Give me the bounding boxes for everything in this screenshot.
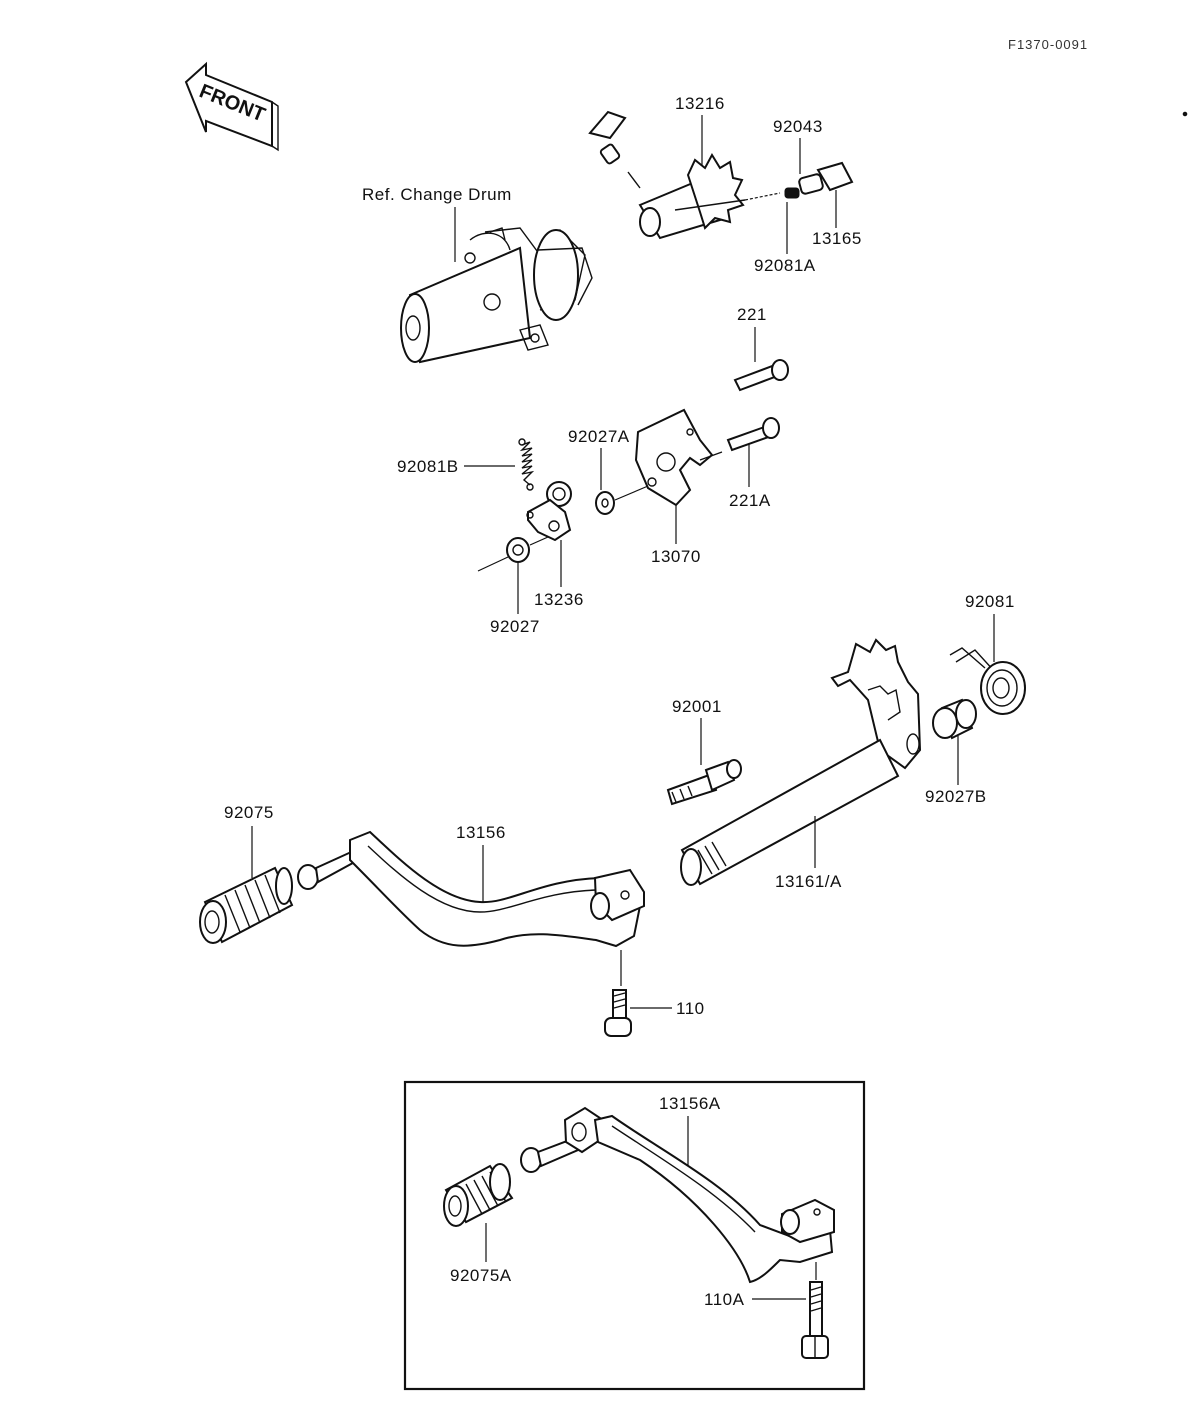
label-92075A: 92075A (450, 1266, 512, 1285)
shift-shaft-13161A (680, 638, 922, 886)
label-92043: 92043 (773, 117, 823, 136)
label-221: 221 (737, 305, 767, 324)
label-92027B: 92027B (925, 787, 987, 806)
label-92001: 92001 (672, 697, 722, 716)
shift-lever-13156 (297, 830, 645, 948)
document-code: F1370-0091 (1008, 37, 1088, 52)
pin-13165 (784, 161, 854, 199)
spring-92081B (518, 438, 535, 491)
label-110A: 110A (704, 1290, 745, 1309)
collar-92027 (506, 537, 530, 563)
label-92081: 92081 (965, 592, 1015, 611)
shift-cam-assembly (588, 110, 781, 240)
inset-frame (403, 1080, 866, 1391)
label-92027A: 92027A (568, 427, 630, 446)
rubber-92075 (199, 866, 294, 944)
spring-92081 (949, 647, 1026, 715)
bolt-110A (801, 1281, 829, 1359)
label-13156A: 13156A (659, 1094, 721, 1113)
label-110: 110 (676, 999, 705, 1018)
label-13165: 13165 (812, 229, 862, 248)
label-92081B: 92081B (397, 457, 459, 476)
washer-92027A (595, 491, 615, 515)
bolt-92001 (666, 759, 742, 806)
label-13216: 13216 (675, 94, 725, 113)
label-92027: 92027 (490, 617, 540, 636)
label-13161A: 13161/A (775, 872, 842, 891)
bolt-110 (604, 989, 632, 1037)
label-13070: 13070 (651, 547, 701, 566)
arm-13236 (526, 481, 572, 542)
bolt-221 (733, 359, 789, 392)
label-92075: 92075 (224, 803, 274, 822)
shift-lever-13156A (520, 1106, 835, 1284)
speck (1182, 111, 1188, 117)
label-13156: 13156 (456, 823, 506, 842)
collar-92027B (932, 698, 977, 740)
label-13236: 13236 (534, 590, 584, 609)
ref-change-drum-label: Ref. Change Drum (362, 185, 512, 204)
label-92081A: 92081A (754, 256, 816, 275)
label-221A: 221A (729, 491, 771, 510)
change-drum (400, 227, 593, 364)
bolt-221A (726, 417, 780, 452)
rubber-92075A (443, 1163, 514, 1227)
front-arrow-icon: FRONT (184, 61, 279, 152)
plate-13070 (634, 408, 714, 507)
